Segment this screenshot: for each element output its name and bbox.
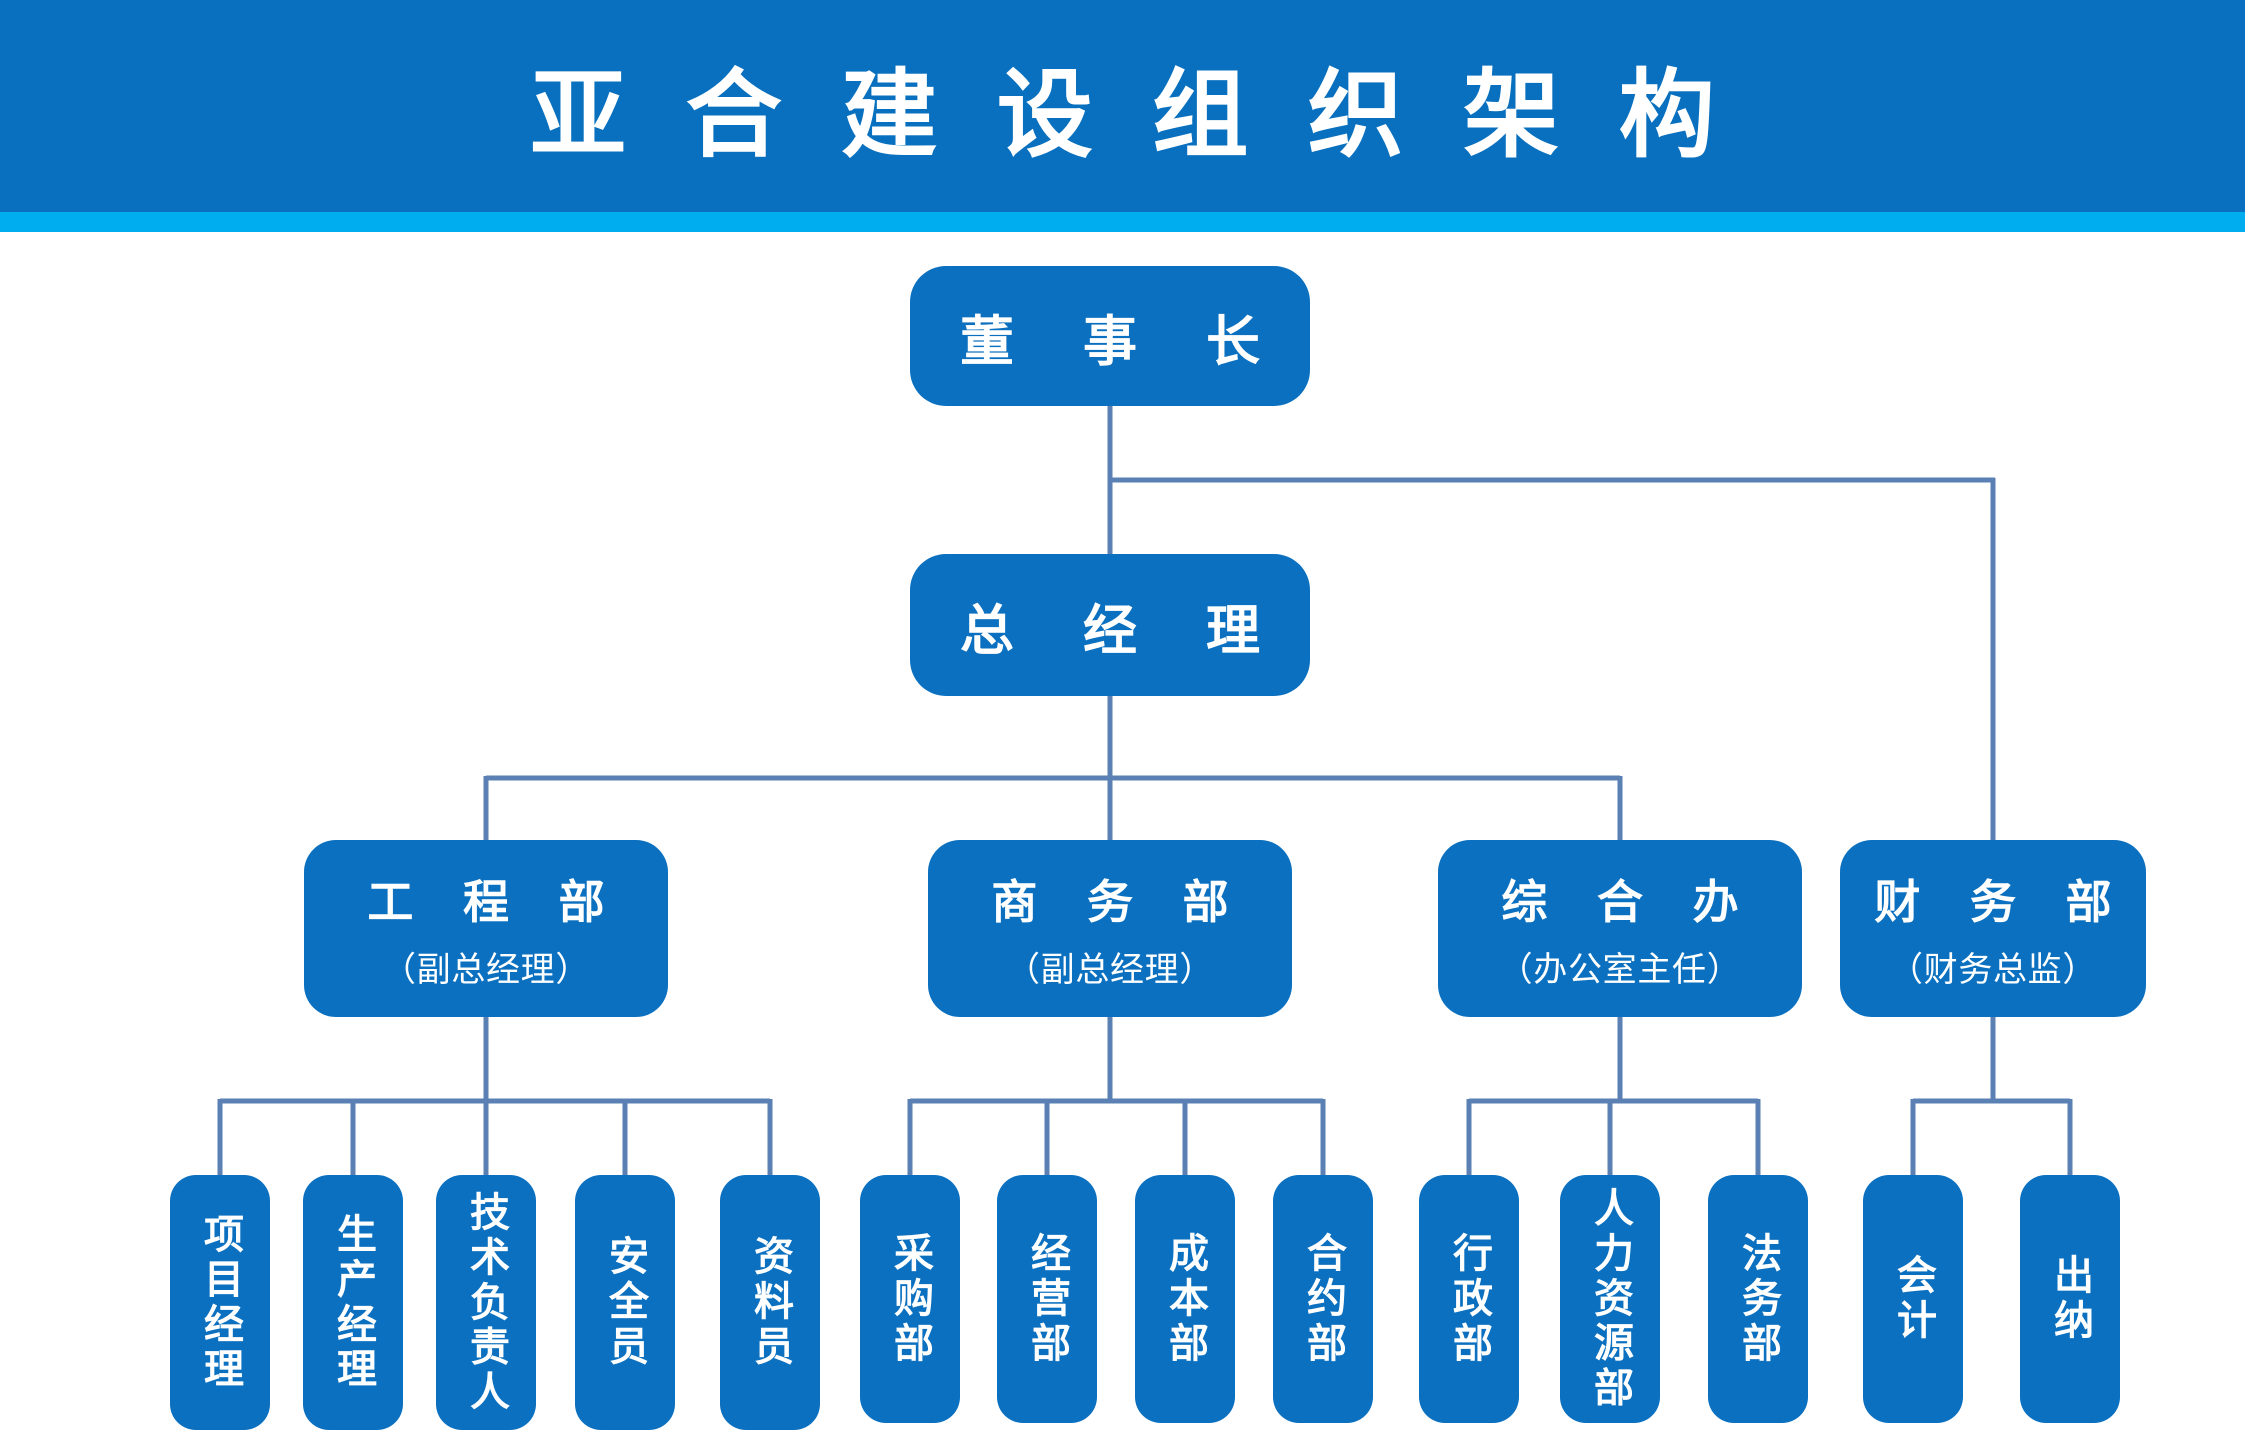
node-cost-dept-label: 成本部 — [1163, 1231, 1207, 1367]
title-banner: 亚合建设组织架构 — [0, 0, 2245, 212]
node-legal-dept: 法务部 — [1708, 1175, 1808, 1423]
node-dept-finance: 财 务 部 （财务总监） — [1840, 840, 2146, 1017]
dept-general-office-sublabel: （办公室主任） — [1498, 951, 1742, 989]
node-legal-dept-label: 法务部 — [1736, 1231, 1780, 1367]
dept-business-label: 商 务 部 — [991, 876, 1247, 928]
node-chairman: 董 事 长 — [910, 266, 1310, 406]
node-dept-engineering: 工 程 部 （副总经理） — [304, 840, 668, 1017]
node-safety-officer: 安全员 — [575, 1175, 675, 1430]
node-cost-dept: 成本部 — [1135, 1175, 1235, 1423]
dept-general-office-label: 综 合 办 — [1501, 876, 1757, 928]
node-admin-dept: 行政部 — [1419, 1175, 1519, 1423]
dept-engineering-sublabel: （副总经理） — [381, 951, 591, 989]
node-technical-lead: 技术负责人 — [436, 1175, 536, 1430]
node-production-manager: 生产经理 — [303, 1175, 403, 1430]
node-procurement-dept-label: 采购部 — [888, 1231, 932, 1367]
node-production-manager-label: 生产经理 — [331, 1212, 375, 1393]
node-contract-dept: 合约部 — [1273, 1175, 1373, 1423]
node-dept-general-office: 综 合 办 （办公室主任） — [1438, 840, 1802, 1017]
node-general-manager: 总 经 理 — [910, 554, 1310, 696]
node-operations-dept-label: 经营部 — [1025, 1231, 1069, 1367]
node-operations-dept: 经营部 — [997, 1175, 1097, 1423]
node-technical-lead-label: 技术负责人 — [464, 1190, 508, 1415]
node-dept-business: 商 务 部 （副总经理） — [928, 840, 1292, 1017]
node-hr-dept-label: 人力资源部 — [1588, 1187, 1632, 1411]
node-chairman-label: 董 事 长 — [959, 311, 1287, 372]
node-project-manager-label: 项目经理 — [198, 1212, 242, 1393]
node-document-clerk-label: 资料员 — [748, 1235, 792, 1370]
dept-engineering-label: 工 程 部 — [367, 876, 623, 928]
node-accountant-label: 会计 — [1891, 1254, 1935, 1344]
banner-accent-stripe — [0, 212, 2245, 232]
dept-finance-sublabel: （财务总监） — [1888, 951, 2098, 989]
node-hr-dept: 人力资源部 — [1560, 1175, 1660, 1423]
node-cashier: 出纳 — [2020, 1175, 2120, 1423]
dept-finance-label: 财 务 部 — [1874, 876, 2130, 928]
node-admin-dept-label: 行政部 — [1447, 1231, 1491, 1367]
node-safety-officer-label: 安全员 — [603, 1235, 647, 1370]
node-accountant: 会计 — [1863, 1175, 1963, 1423]
node-project-manager: 项目经理 — [170, 1175, 270, 1430]
node-procurement-dept: 采购部 — [860, 1175, 960, 1423]
node-cashier-label: 出纳 — [2048, 1254, 2092, 1344]
dept-business-sublabel: （副总经理） — [1005, 951, 1215, 989]
node-general-manager-label: 总 经 理 — [959, 600, 1287, 661]
node-contract-dept-label: 合约部 — [1301, 1231, 1345, 1367]
page-title: 亚合建设组织架构 — [530, 61, 1775, 169]
node-document-clerk: 资料员 — [720, 1175, 820, 1430]
